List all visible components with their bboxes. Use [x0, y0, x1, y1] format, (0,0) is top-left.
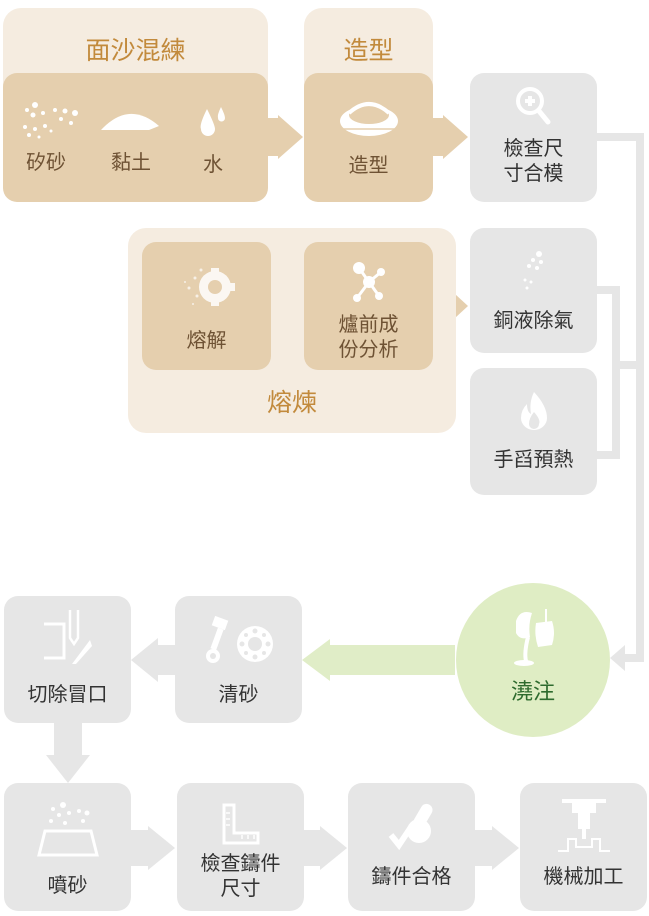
step-machining: 機械加工: [520, 783, 647, 911]
step-sand-cleaning: 清砂: [175, 596, 302, 723]
pouring-ladle-icon: [508, 607, 558, 669]
group-title: 造型: [343, 36, 394, 65]
arrow-check-to-qualified: [304, 826, 347, 870]
dissolving-gear-icon: [179, 258, 235, 316]
step-label: 清砂: [218, 682, 259, 706]
arrow-cut-to-blast: [46, 723, 90, 783]
arrow-pour-to-clean: [302, 639, 455, 681]
molecule-icon: [349, 260, 389, 306]
step-label: 造型: [348, 153, 389, 177]
step-degassing: 銅液除氣: [470, 228, 597, 353]
step-label: 爐前成 份分析: [338, 312, 399, 361]
cnc-mill-icon: [556, 797, 612, 853]
step-molding: 造型: [304, 73, 433, 202]
arrow-mixing-to-molding: [268, 115, 303, 159]
step-label: 澆注: [510, 680, 555, 705]
step-label: 檢查尺 寸合模: [503, 136, 564, 185]
step-check-mold: 檢查尺 寸合模: [470, 73, 597, 202]
step-label: 檢查鑄件 尺寸: [200, 851, 281, 900]
sand-icon: [21, 101, 81, 139]
connector-degas-preheat: [597, 286, 620, 459]
sandblast-icon: [35, 801, 101, 859]
step-casting-qualified: 鑄件合格: [348, 783, 475, 911]
step-label: 熔解: [186, 328, 227, 352]
magnifier-plus-icon: [514, 85, 554, 129]
material-water: 水: [203, 152, 223, 176]
water-drop-icon: [197, 105, 227, 137]
arrow-clean-to-cut: [131, 638, 175, 682]
step-sandblasting: 噴砂: [4, 783, 131, 911]
clay-icon: [99, 106, 161, 134]
cutting-knife-icon: [42, 608, 94, 666]
mixing-materials-box: 矽砂 黏土 水: [3, 73, 268, 202]
material-clay: 黏土: [111, 150, 151, 174]
flame-icon: [517, 390, 551, 430]
arrow-molding-to-check: [433, 115, 468, 159]
ruler-square-icon: [222, 803, 260, 845]
step-preheat-ladle: 手舀預熱: [470, 368, 597, 495]
step-check-casting-size: 檢查鑄件 尺寸: [177, 783, 304, 911]
step-label: 切除冒口: [27, 682, 108, 706]
mold-ring-icon: [338, 97, 400, 139]
step-label: 鑄件合格: [371, 864, 452, 888]
step-label: 銅液除氣: [493, 308, 574, 332]
step-pouring: 澆注: [456, 583, 610, 737]
step-label: 機械加工: [543, 864, 624, 888]
connector-main: [597, 133, 644, 662]
step-label: 手舀預熱: [493, 447, 574, 471]
arrow-qualified-to-machining: [475, 826, 519, 870]
step-cut-riser: 切除冒口: [4, 596, 131, 723]
step-composition-analysis: 爐前成 份分析: [304, 242, 433, 370]
piston-gear-icon: [203, 616, 275, 668]
arrow-into-pour: [610, 645, 625, 671]
material-silica-sand: 矽砂: [26, 150, 66, 174]
step-label: 噴砂: [47, 873, 88, 897]
step-melting: 熔解: [142, 242, 271, 370]
arrow-blast-to-check: [131, 826, 175, 870]
group-title: 面沙混練: [85, 36, 186, 65]
group-title: 熔煉: [266, 388, 317, 417]
check-approval-icon: [387, 801, 437, 851]
bubbles-icon: [519, 250, 549, 294]
